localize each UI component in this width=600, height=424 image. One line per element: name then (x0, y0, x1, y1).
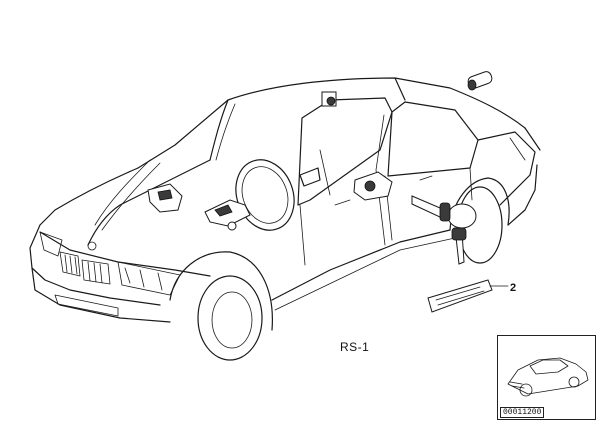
diagram-code-label: RS-1 (340, 340, 370, 354)
trunk-lock-cylinder (467, 71, 493, 91)
ignition-lock-assembly (204, 199, 251, 231)
hood-lock-part (147, 183, 183, 213)
key-set (411, 195, 477, 265)
vehicle-thumbnail: 00011200 (497, 335, 596, 420)
steering-wheel (235, 159, 295, 231)
car-body (29, 77, 541, 361)
roof-switch-part (321, 91, 337, 107)
door-lock-cylinder (353, 171, 393, 201)
callout-label-2: 2 (510, 282, 517, 294)
thumbnail-car-icon (507, 357, 589, 397)
reference-number: 00011200 (500, 407, 545, 418)
part-2-strip (427, 279, 509, 313)
